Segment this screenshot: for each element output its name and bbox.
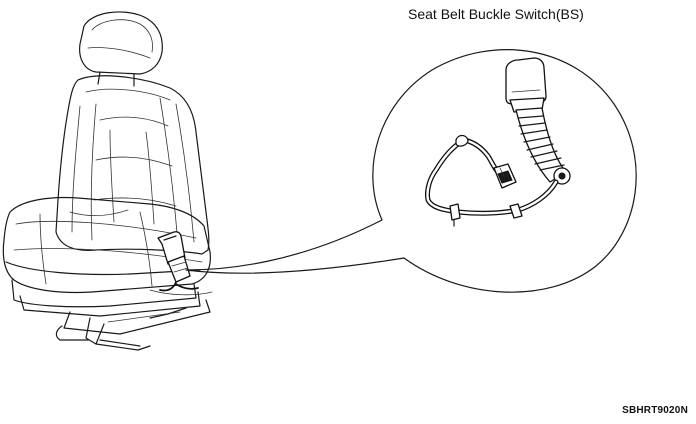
car-seat-illustration [2,11,211,351]
figure-code: SBHRT9020N [622,405,688,416]
diagram-title: Seat Belt Buckle Switch(BS) [408,6,584,22]
leader-wire [149,283,213,296]
seat-back [55,75,210,255]
seat-belt-buckle-icon [157,231,191,292]
seat-rails [19,291,211,351]
connector-plug-icon [493,163,517,189]
detail-callout [185,49,637,293]
buckle-head [505,57,547,105]
callout-outline [185,49,637,293]
headrest [79,11,163,87]
seat-cushion [2,196,211,308]
buckle-switch-detail [425,57,571,227]
